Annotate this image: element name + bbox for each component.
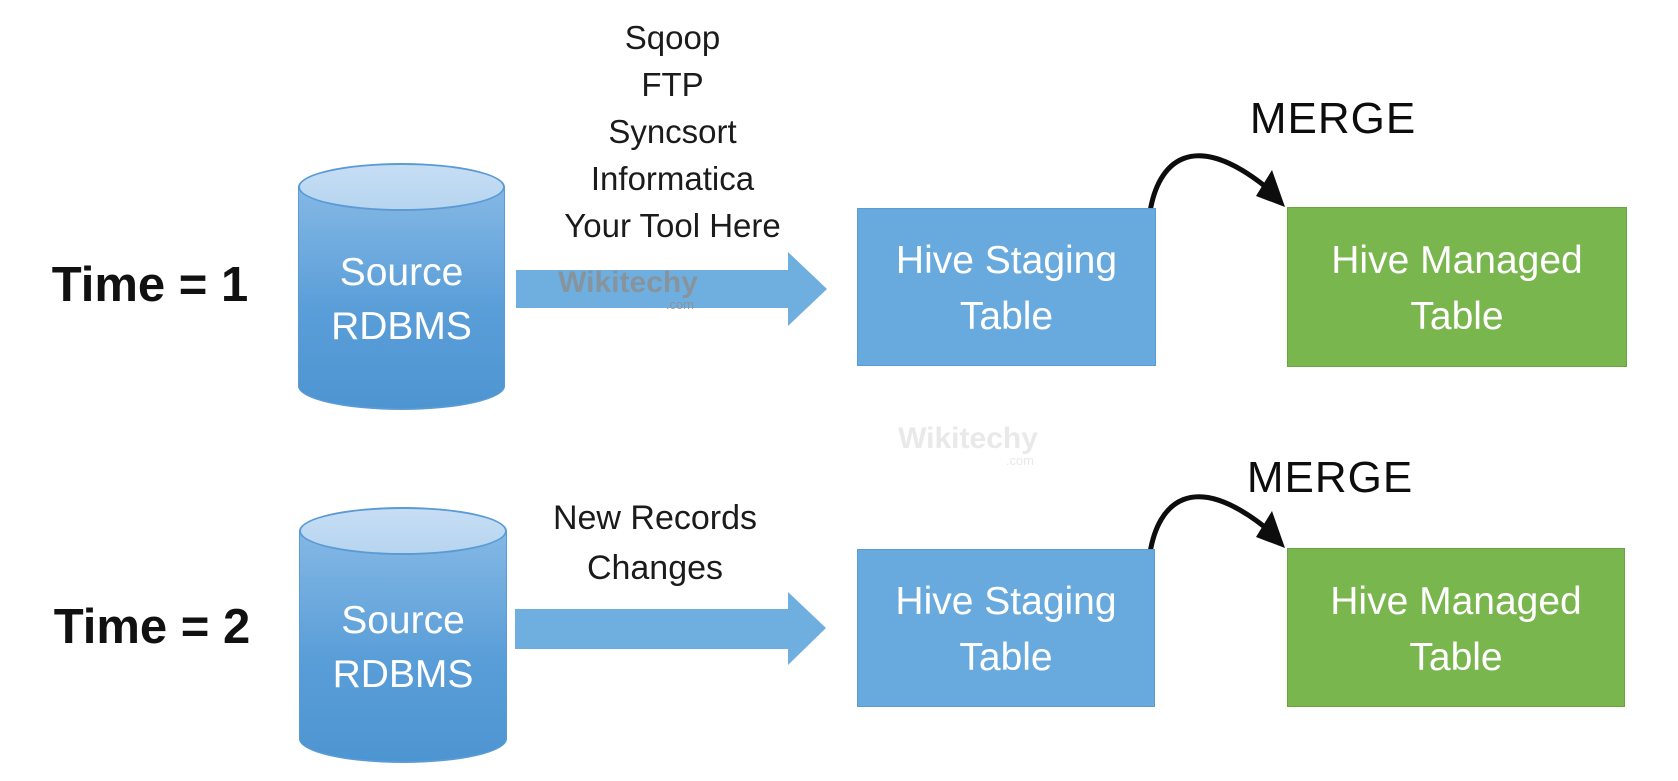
tool-label-ftp: FTP <box>641 66 704 103</box>
cylinder-top-ellipse <box>299 507 507 555</box>
tool-label-your-tool-here: Your Tool Here <box>564 207 781 244</box>
transfer-tools-list-row1: Sqoop FTP Syncsort Informatica Your Tool… <box>500 14 845 249</box>
time-2-label: Time = 2 <box>53 600 251 654</box>
hive-staging-table-box-row2: Hive Staging Table <box>857 549 1155 707</box>
merge-label-row2: MERGE <box>1246 453 1414 502</box>
flow-arrow-icon-row1 <box>516 252 827 326</box>
tool-label-syncsort: Syncsort <box>608 113 737 150</box>
source-rdbms-cylinder-row1: Source RDBMS <box>298 163 505 410</box>
tool-label-informatica: Informatica <box>590 160 755 197</box>
transfer-labels-row2: New Records Changes <box>500 493 810 593</box>
source-line1: Source <box>339 250 464 294</box>
source-rdbms-label-row2: Source RDBMS <box>299 507 507 763</box>
flow-arrow-icon-row2 <box>515 592 826 665</box>
cylinder-body <box>299 531 507 763</box>
source-line2: RDBMS <box>332 653 474 696</box>
merge-arrowhead-icon-row1 <box>1256 170 1285 207</box>
staging-line2: Table <box>959 295 1054 338</box>
managed-line2: Table <box>1410 295 1504 338</box>
managed-line1: Hive Managed <box>1331 239 1583 282</box>
cylinder-body <box>298 187 505 410</box>
merge-label-row1: MERGE <box>1249 94 1417 143</box>
merge-arrow-icon-row1 <box>1147 153 1269 215</box>
cylinder-top-ellipse <box>298 163 505 211</box>
label-changes: Changes <box>586 549 724 587</box>
label-new-records: New Records <box>552 499 758 537</box>
hive-managed-table-box-row1: Hive Managed Table <box>1287 207 1627 367</box>
source-rdbms-cylinder-row2: Source RDBMS <box>299 507 507 763</box>
staging-line1: Hive Staging <box>895 580 1117 623</box>
source-rdbms-label-row1: Source RDBMS <box>298 163 505 410</box>
tool-label-sqoop: Sqoop <box>624 19 721 56</box>
hive-staging-table-box-row1: Hive Staging Table <box>857 208 1156 366</box>
merge-arrow-icon-row2 <box>1147 494 1269 556</box>
staging-line1: Hive Staging <box>895 239 1118 282</box>
time-1-label: Time = 1 <box>51 258 249 312</box>
hive-managed-table-box-row2: Hive Managed Table <box>1287 548 1625 707</box>
source-line1: Source <box>341 599 465 642</box>
source-line2: RDBMS <box>331 304 472 348</box>
managed-line1: Hive Managed <box>1330 579 1582 623</box>
managed-line2: Table <box>1409 635 1503 679</box>
staging-line2: Table <box>959 636 1053 679</box>
merge-arrowhead-icon-row2 <box>1256 511 1285 548</box>
